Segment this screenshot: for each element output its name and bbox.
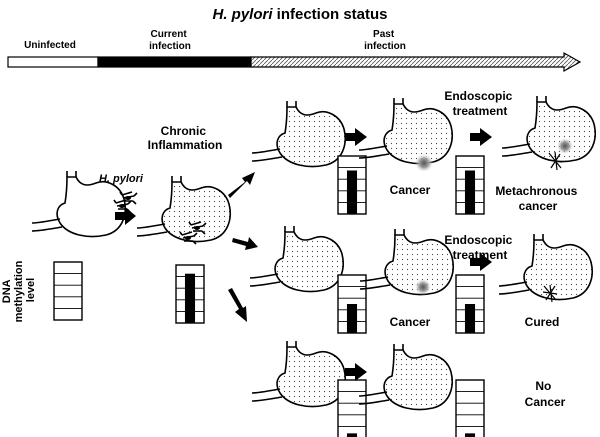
label-endoscopic-treatment-middle: Endoscopic treatment bbox=[444, 233, 515, 262]
gauge-level-bar bbox=[464, 433, 476, 437]
stomach-bottom-past-infection bbox=[251, 340, 347, 408]
tumor-mark bbox=[415, 279, 431, 295]
page-title: H. pylori infection status bbox=[212, 6, 387, 23]
stomach-middle-past-infection bbox=[249, 225, 345, 293]
gauge-top-cancer bbox=[455, 155, 485, 215]
label-cancer-middle: Cancer bbox=[390, 315, 431, 329]
methylation-axis-label-line-1: DNA bbox=[1, 279, 13, 303]
title-rest: infection status bbox=[273, 6, 388, 23]
tumor-mark bbox=[557, 138, 573, 154]
gauge-uninfected bbox=[53, 261, 83, 321]
scar-mark bbox=[547, 151, 563, 171]
label-no-cancer-line-2: Cancer bbox=[525, 395, 566, 409]
label-endoscopic-treatment-top: Endoscopic treatment bbox=[444, 89, 515, 118]
arrow-middle-endoscopic bbox=[470, 253, 492, 271]
timeline-current-label: Current infection bbox=[149, 29, 191, 52]
gauge-level-bar bbox=[184, 273, 196, 323]
gauge-frame bbox=[455, 379, 485, 437]
label-metachronous-cancer-line-1: Metachronous bbox=[495, 184, 577, 198]
timeline-past-label: Past infection bbox=[364, 29, 406, 52]
stomach-middle-cancer bbox=[359, 228, 455, 296]
gauge-middle-cancer bbox=[455, 274, 485, 334]
timeline-current-label-line-2: infection bbox=[149, 41, 191, 52]
label-endoscopic-treatment-middle-line-1: Endoscopic bbox=[444, 233, 512, 247]
timeline-past-label-line-2: infection bbox=[364, 41, 406, 52]
timeline-current-segment bbox=[97, 56, 252, 68]
label-metachronous-cancer-line-2: cancer bbox=[519, 199, 558, 213]
gauge-level-bar bbox=[346, 170, 358, 214]
label-no-cancer-line-1: No bbox=[535, 379, 551, 393]
gauge-level-bar bbox=[464, 304, 476, 333]
timeline-past-segment-arrow bbox=[250, 51, 582, 73]
timeline-past-label-line-1: Past bbox=[373, 29, 395, 40]
stomach-top-cancer bbox=[358, 97, 454, 172]
tumor-mark bbox=[415, 154, 433, 172]
arrow-chronic-to-middle bbox=[232, 237, 258, 250]
label-cured: Cured bbox=[525, 315, 560, 329]
methylation-axis-label-line-2: methylation bbox=[13, 260, 25, 322]
label-endoscopic-treatment-top-line-2: treatment bbox=[453, 104, 508, 118]
stomach-metachronous bbox=[501, 95, 597, 171]
arrow-uninfected-to-chronic bbox=[115, 207, 136, 225]
chronic-inflammation-label-line-1: Chronic bbox=[161, 124, 207, 138]
gauge-level-bar bbox=[464, 170, 476, 214]
title-italic: H. pylori bbox=[212, 6, 273, 23]
arrow-bottom-past-to-final bbox=[345, 363, 367, 381]
gauge-bottom-final bbox=[455, 379, 485, 437]
label-endoscopic-treatment-top-line-1: Endoscopic bbox=[444, 89, 512, 103]
timeline-uninfected-label: Uninfected bbox=[24, 40, 76, 51]
gauge-top-past bbox=[337, 155, 367, 215]
chronic-inflammation-label-line-2: Inflammation bbox=[148, 138, 223, 152]
gauge-frame bbox=[337, 379, 367, 437]
arrow-top-endoscopic bbox=[470, 128, 492, 146]
gauge-chronic bbox=[175, 264, 205, 324]
label-cancer-top: Cancer bbox=[390, 183, 431, 197]
scar-mark bbox=[542, 284, 558, 303]
gauge-bottom-past bbox=[337, 379, 367, 437]
stomach-metachronous-outline bbox=[501, 95, 597, 163]
stomach-top-cancer-outline bbox=[358, 97, 454, 165]
arrow-top-past-to-cancer bbox=[345, 128, 367, 146]
chronic-inflammation-label: Chronic Inflammation bbox=[148, 124, 223, 152]
label-metachronous-cancer: Metachronous cancer bbox=[495, 184, 580, 213]
gauge-level-bar bbox=[346, 433, 358, 437]
gauge-middle-past bbox=[337, 274, 367, 334]
timeline-uninfected-segment bbox=[7, 56, 99, 68]
methylation-axis-label-line-3: level bbox=[25, 278, 37, 302]
gauge-frame bbox=[53, 261, 83, 321]
stomach-bottom-final bbox=[358, 343, 454, 411]
arrow-chronic-to-bottom bbox=[228, 288, 247, 322]
stomach-chronic-inflammation bbox=[136, 175, 232, 243]
timeline-current-label-line-1: Current bbox=[151, 29, 188, 40]
stomach-middle-cancer-outline bbox=[359, 228, 455, 296]
arrow-chronic-to-top bbox=[228, 172, 255, 198]
gauge-level-bar bbox=[346, 304, 358, 333]
bacteria-label: H. pylori bbox=[99, 173, 144, 185]
stomach-top-past-infection bbox=[251, 100, 347, 168]
timeline-bar bbox=[7, 51, 582, 73]
methylation-axis-label: DNA methylation level bbox=[1, 258, 37, 323]
stomach-cured bbox=[498, 233, 594, 303]
label-no-cancer: No Cancer bbox=[525, 379, 566, 409]
